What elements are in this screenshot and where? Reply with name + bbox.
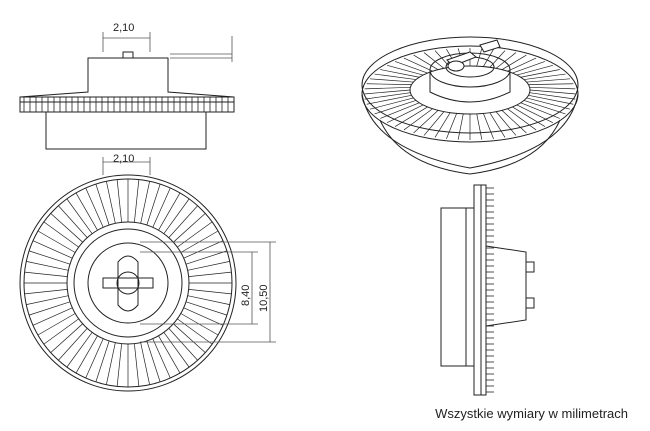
front-view	[19, 157, 276, 392]
flange-teeth	[23, 97, 229, 112]
dim-front-label: 2,10	[113, 153, 134, 165]
isometric-view	[361, 36, 579, 175]
dim-top-width	[102, 32, 233, 62]
side-elevation-view	[19, 32, 235, 150]
radial-fins	[24, 179, 232, 387]
dim-total-label: 10,50	[258, 284, 270, 312]
dim-top-label: 2,10	[113, 22, 134, 34]
units-caption: Wszystkie wymiary w milimetrach	[435, 406, 628, 421]
isometric-fins	[363, 48, 577, 140]
dim-slot-label: 8,40	[240, 285, 252, 306]
dim-front-width	[102, 157, 151, 175]
dim-vertical	[140, 241, 276, 343]
profile-teeth	[486, 187, 494, 393]
side-profile-view	[440, 184, 535, 396]
